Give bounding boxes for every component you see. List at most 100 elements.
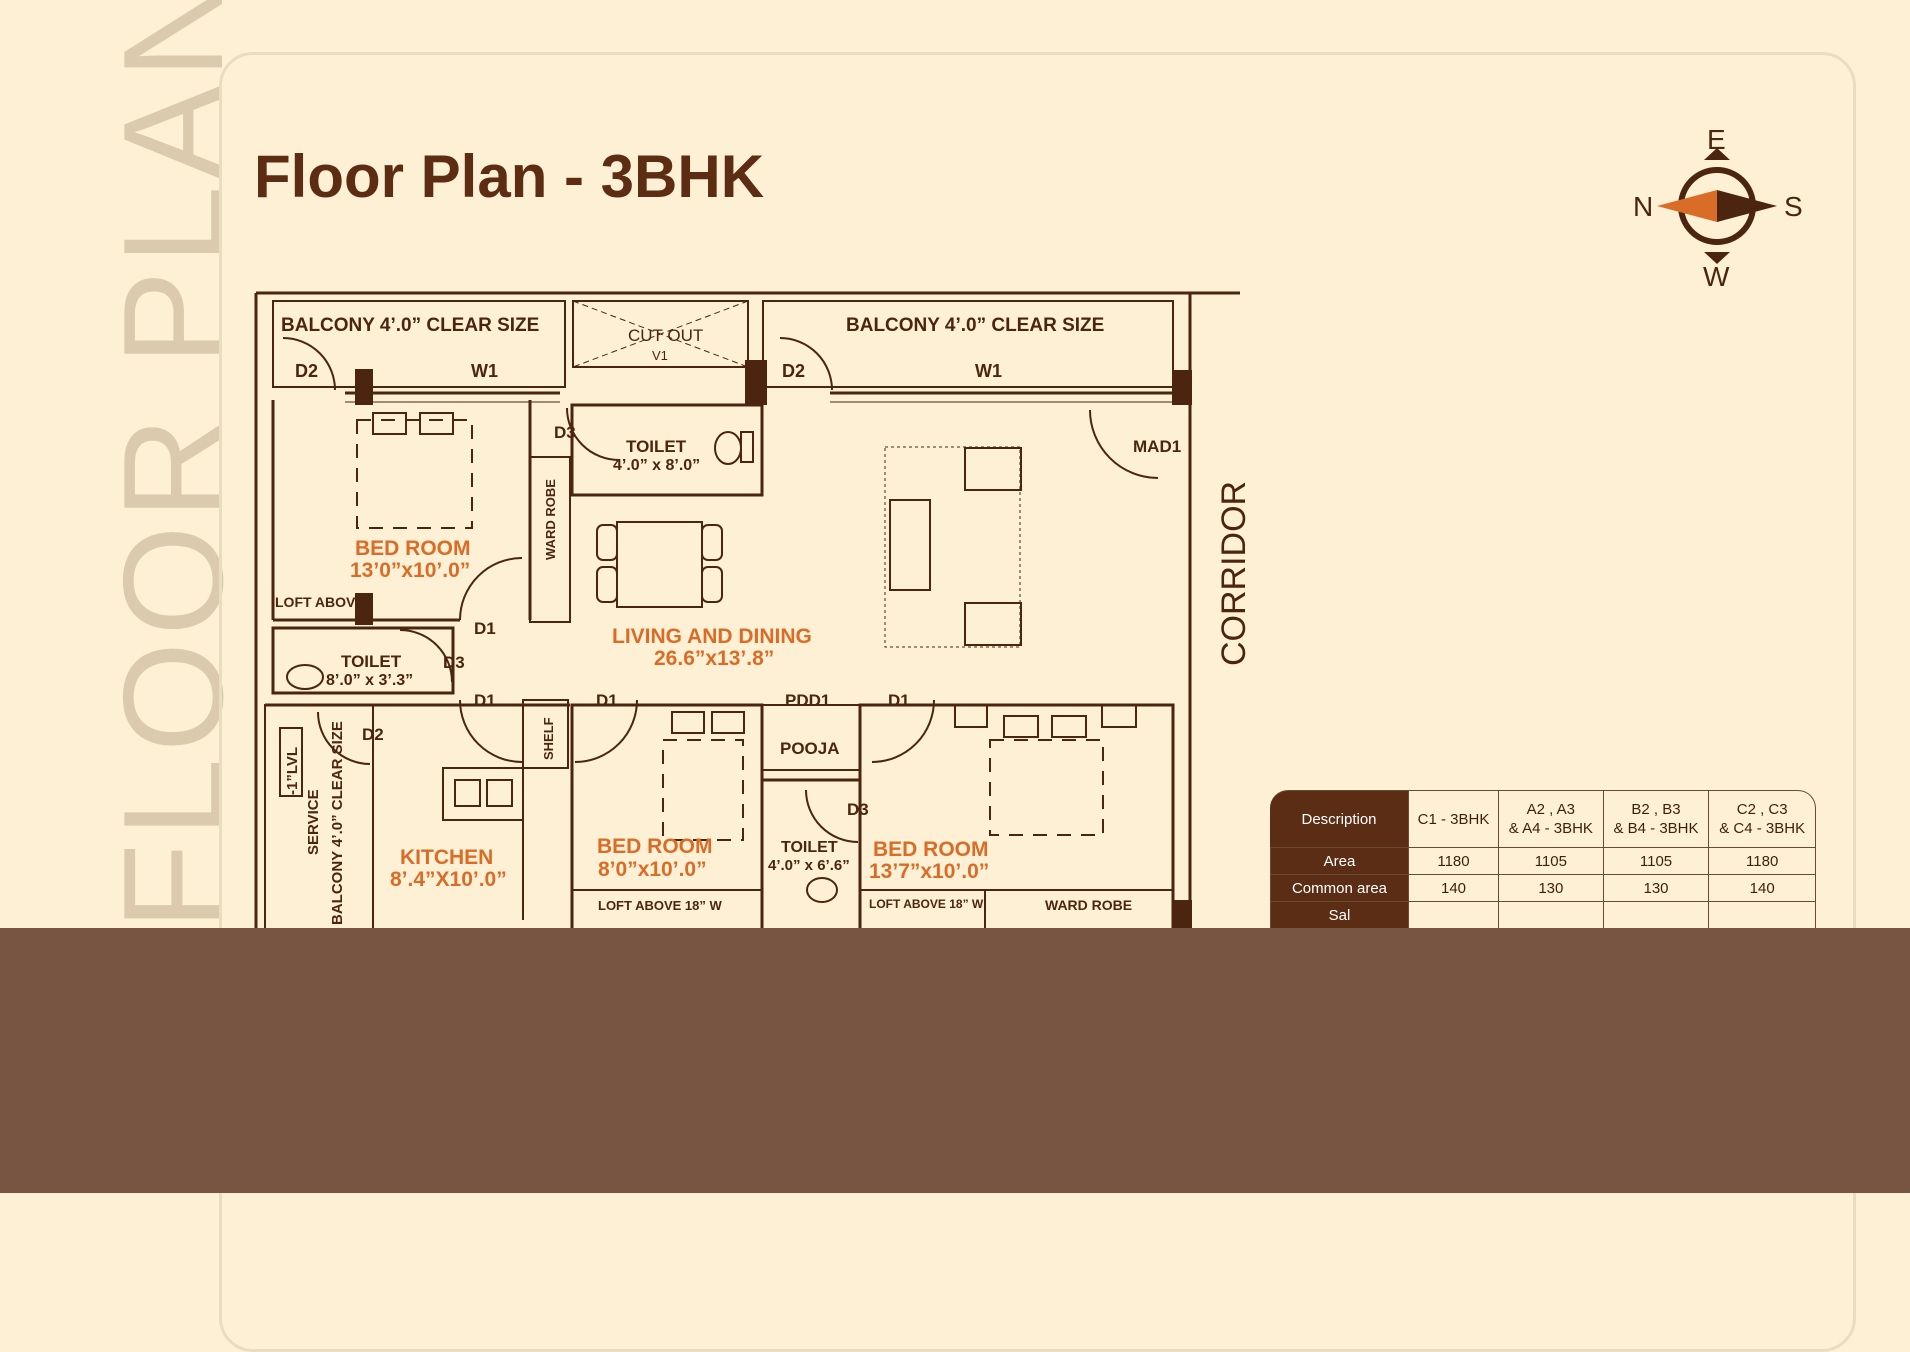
bed2-walls bbox=[570, 703, 764, 932]
toilet-left-walls bbox=[271, 626, 455, 695]
cut-out-label: CUT OUT bbox=[628, 326, 703, 345]
v1-label: V1 bbox=[652, 348, 668, 363]
bed1-size: 13’0”x10’.0” bbox=[350, 559, 470, 582]
pooja-label: POOJA bbox=[780, 739, 840, 758]
toilet-bottom-size: 4’.0” x 6’.6” bbox=[768, 857, 850, 874]
d1-bed2-label: D1 bbox=[596, 691, 618, 710]
sofa bbox=[889, 499, 931, 591]
table-cell: 130 bbox=[1499, 875, 1604, 902]
loft-above-label: LOFT ABOVE bbox=[275, 594, 365, 610]
area-table-header-a: A2 , A3 & A4 - 3BHK bbox=[1499, 790, 1604, 848]
d3-toilet-top-label: D3 bbox=[554, 423, 576, 442]
toilet-top-name: TOILET bbox=[626, 437, 687, 456]
area-table-header-c: C2 , C3 & C4 - 3BHK bbox=[1709, 790, 1816, 848]
living-size: 26.6”x13’.8” bbox=[654, 647, 774, 670]
area-table: Description C1 - 3BHK A2 , A3 & A4 - 3BH… bbox=[1270, 790, 1816, 929]
service-label: SERVICE bbox=[305, 789, 322, 855]
door-arc-d2-bed1 bbox=[282, 337, 336, 391]
bed1-bed-outline bbox=[356, 419, 473, 529]
table-cell: 1105 bbox=[1603, 848, 1710, 875]
armchair-top bbox=[964, 447, 1022, 491]
compass-needle-north bbox=[1657, 190, 1717, 222]
table-cell: 1180 bbox=[1709, 848, 1816, 875]
mad1-label: MAD1 bbox=[1133, 437, 1181, 456]
bed2-name: BED ROOM bbox=[597, 835, 713, 858]
table-cell: 130 bbox=[1603, 875, 1710, 902]
footer-band bbox=[0, 928, 1910, 1193]
toilet-bottom-name: TOILET bbox=[781, 839, 838, 856]
kitchen-size: 8’.4”X10’.0” bbox=[390, 868, 507, 891]
bed1-name: BED ROOM bbox=[355, 537, 471, 560]
table-cell: 140 bbox=[1409, 875, 1499, 902]
d3-bed3-label: D3 bbox=[847, 800, 869, 819]
bed3-name: BED ROOM bbox=[873, 838, 989, 861]
table-cell bbox=[1409, 902, 1499, 929]
dining-table bbox=[616, 521, 703, 608]
pdd1-label: PDD1 bbox=[785, 691, 830, 710]
table-cell bbox=[1603, 902, 1710, 929]
d3-toilet-left-label: D3 bbox=[443, 653, 465, 672]
living-rug bbox=[884, 446, 1021, 648]
toilet-top-size: 4’.0” x 8’.0” bbox=[613, 457, 700, 474]
table-cell bbox=[1499, 902, 1604, 929]
balcony-right-outline bbox=[762, 300, 1174, 388]
d1-bed3-label: D1 bbox=[888, 691, 910, 710]
d2-living-label: D2 bbox=[782, 361, 805, 381]
table-row: Area 1180 1105 1105 1180 bbox=[1270, 848, 1816, 875]
table-cell: 140 bbox=[1709, 875, 1816, 902]
area-table-header-c1: C1 - 3BHK bbox=[1409, 790, 1499, 848]
cut-out-box bbox=[572, 300, 749, 368]
living-name: LIVING AND DINING bbox=[612, 625, 812, 648]
door-arc-d2-living bbox=[779, 337, 833, 391]
floor-plan-drawing: BALCONY 4’.0” CLEAR SIZE CUT OUT V1 BALC… bbox=[254, 124, 1803, 932]
table-row-label: Common area bbox=[1270, 875, 1409, 902]
d1-bed1-label: D1 bbox=[474, 619, 496, 638]
compass-west-label: W bbox=[1703, 261, 1730, 292]
d2-bed1-label: D2 bbox=[295, 361, 318, 381]
kitchen-name: KITCHEN bbox=[400, 846, 493, 869]
ward-robe-horizontal-label: WARD ROBE bbox=[1045, 897, 1132, 913]
compass-east-label: E bbox=[1707, 124, 1726, 155]
plan-title: Floor Plan - 3BHK bbox=[254, 143, 765, 210]
balcony-left-outline bbox=[272, 300, 566, 388]
table-row: Sal bbox=[1270, 902, 1816, 929]
compass-north-label: N bbox=[1633, 191, 1653, 222]
w1-right-label: W1 bbox=[975, 361, 1002, 381]
ward-robe-vertical-label: WARD ROBE bbox=[543, 479, 558, 560]
corridor-label: CORRIDOR bbox=[1215, 481, 1253, 666]
bed3-size: 13’7”x10’.0” bbox=[869, 860, 989, 883]
ward-robe-vertical-box bbox=[529, 456, 571, 623]
loft-above-bed3-label: LOFT ABOVE 18” W bbox=[869, 897, 984, 911]
compass: N S E W bbox=[1633, 124, 1803, 292]
table-row-label: Sal bbox=[1270, 902, 1409, 929]
service-balcony-label: BALCONY 4’.0” CLEAR SIZE bbox=[329, 721, 346, 925]
cut-out-diagonal-b bbox=[572, 300, 749, 368]
loft-above-bed2-label: LOFT ABOVE 18” W bbox=[598, 898, 722, 913]
d1-toilet-label: D1 bbox=[474, 691, 496, 710]
shelf-label: SHELF bbox=[541, 717, 556, 760]
area-table-header-row: Description C1 - 3BHK A2 , A3 & A4 - 3BH… bbox=[1270, 790, 1816, 848]
shelf-box bbox=[522, 699, 569, 769]
table-row: Common area 140 130 130 140 bbox=[1270, 875, 1816, 902]
armchair-bottom bbox=[964, 602, 1022, 646]
toilet-top-walls bbox=[570, 403, 764, 497]
w1-left-label: W1 bbox=[471, 361, 498, 381]
table-cell bbox=[1709, 902, 1816, 929]
compass-south-label: S bbox=[1784, 191, 1803, 222]
balcony-right-label: BALCONY 4’.0” CLEAR SIZE bbox=[846, 315, 1104, 336]
table-row-label: Area bbox=[1270, 848, 1409, 875]
table-cell: 1105 bbox=[1499, 848, 1604, 875]
door-arc-mad1 bbox=[1089, 409, 1159, 479]
bed2-size: 8’0”x10’.0” bbox=[598, 858, 707, 881]
pooja-box bbox=[761, 704, 861, 771]
d2-service-label: D2 bbox=[362, 725, 384, 744]
area-table-header-b: B2 , B3 & B4 - 3BHK bbox=[1603, 790, 1710, 848]
balcony-left-label: BALCONY 4’.0” CLEAR SIZE bbox=[281, 315, 539, 336]
compass-needle-south bbox=[1717, 190, 1777, 222]
area-table-header-description: Description bbox=[1270, 790, 1409, 848]
lvl-label: -1”LVL bbox=[284, 747, 301, 795]
toilet-left-name: TOILET bbox=[341, 652, 402, 671]
toilet-left-size: 8’.0” x 3’.3” bbox=[326, 672, 413, 689]
table-cell: 1180 bbox=[1409, 848, 1499, 875]
